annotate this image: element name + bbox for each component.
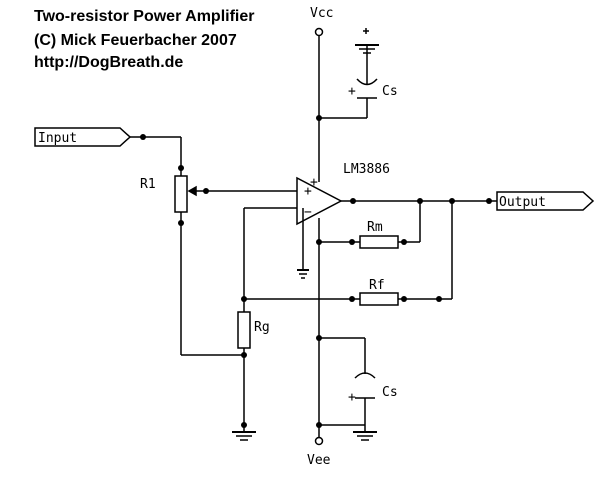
vee-label: Vee: [307, 453, 331, 468]
input-label: Input: [38, 131, 77, 146]
output-net: Output: [341, 191, 595, 211]
resistor-rf: Rf: [359, 201, 453, 306]
svg-text:+: +: [310, 175, 318, 190]
input-port: Input: [34, 127, 184, 176]
feedback-net: [241, 207, 360, 312]
copyright: (C) Mick Feuerbacher 2007: [34, 32, 237, 49]
vcc-label: Vcc: [310, 6, 333, 21]
output-port: [496, 191, 595, 211]
inverting-sign: −: [304, 205, 312, 220]
cs-bottom-label: Cs: [382, 385, 398, 400]
title: Two-resistor Power Amplifier: [34, 8, 255, 25]
rg-label: Rg: [254, 320, 270, 335]
url: http://DogBreath.de: [34, 54, 184, 71]
noninverting-sign: +: [304, 184, 312, 199]
svg-text:+: +: [348, 84, 356, 99]
potentiometer-r1: R1: [140, 175, 297, 355]
opamp-lm3886: + − LM3886 +: [296, 162, 390, 279]
vcc-terminal: [314, 27, 324, 37]
cs-top-label: Cs: [382, 84, 398, 99]
opamp-label: LM3886: [343, 162, 390, 177]
capacitor-cs-top: + Cs: [319, 28, 398, 119]
svg-text:+: +: [348, 390, 356, 405]
output-label: Output: [499, 195, 546, 210]
r1-label: R1: [140, 177, 156, 192]
resistor-rm: Rm: [319, 201, 421, 249]
vee-terminal: [314, 436, 324, 446]
rf-label: Rf: [369, 278, 385, 293]
rm-label: Rm: [367, 220, 383, 235]
capacitor-cs-bottom: + Cs: [319, 337, 398, 441]
resistor-rg: Rg: [232, 311, 270, 441]
